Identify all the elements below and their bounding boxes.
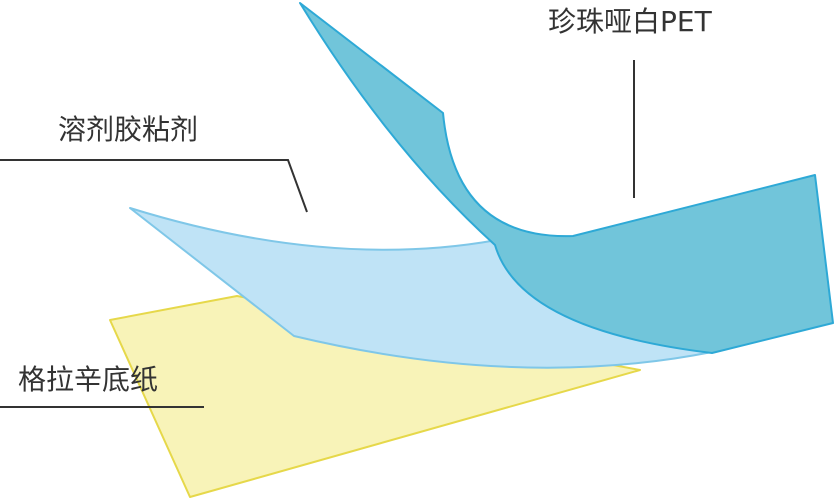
adhesive-layer-label: 溶剂胶粘剂 <box>58 113 199 146</box>
paper-layer-label: 格拉辛底纸 <box>18 363 159 396</box>
pearl-matte-pet-layer <box>299 2 834 354</box>
adhesive-leader-line <box>0 159 308 213</box>
pet-layer-label: 珍珠哑白PET <box>548 5 712 38</box>
